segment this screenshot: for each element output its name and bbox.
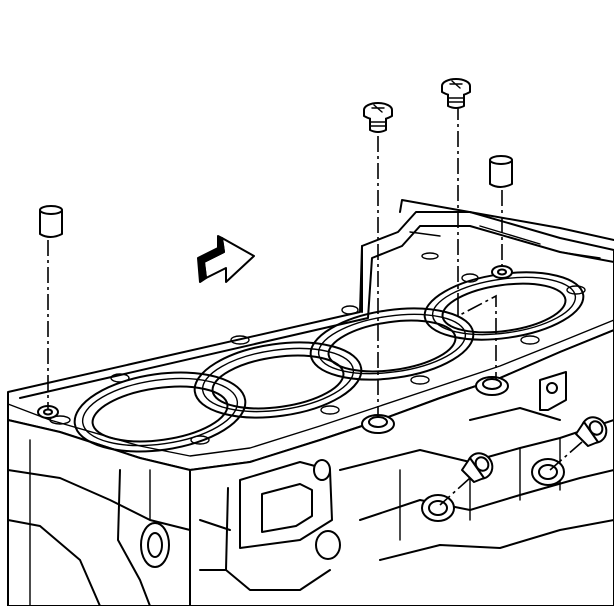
dowel-pin-right bbox=[489, 155, 513, 188]
threaded-plug-center bbox=[363, 102, 393, 133]
threaded-plug-top bbox=[441, 78, 471, 109]
dowel-pin-left bbox=[39, 205, 63, 238]
dowel-holes bbox=[37, 265, 513, 419]
leader-lines bbox=[47, 104, 583, 506]
side-plug-right bbox=[575, 416, 608, 447]
front-direction-arrow-icon bbox=[197, 235, 255, 283]
deck-passages bbox=[49, 252, 586, 445]
side-plug-left bbox=[461, 452, 494, 483]
